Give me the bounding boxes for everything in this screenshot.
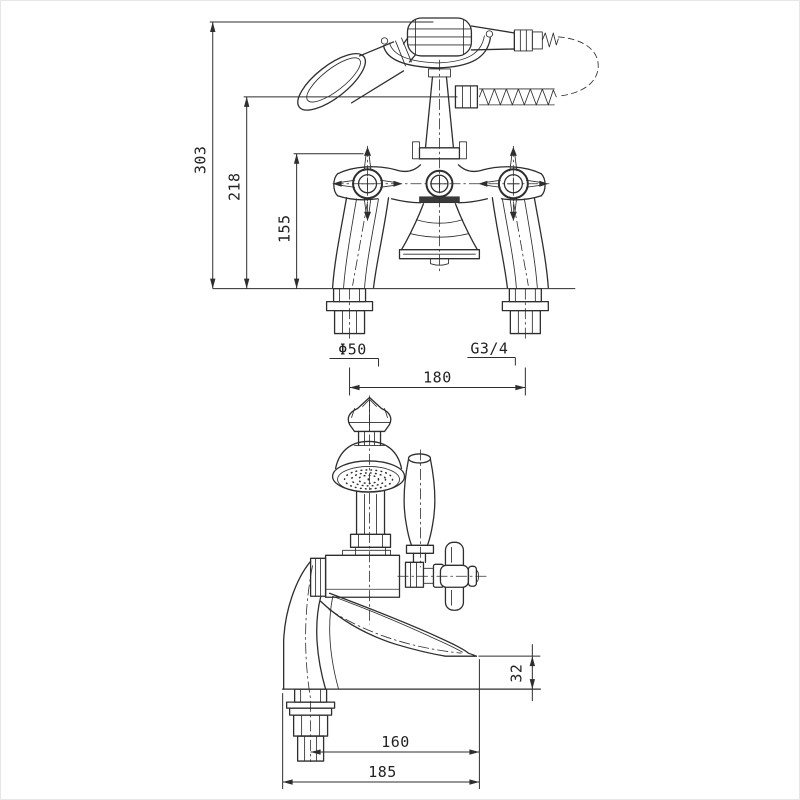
spray-face-center-dot [367,478,370,481]
dim-label-handle-height: 155 [276,214,294,243]
dimension-spout-clearance: 32 [478,644,541,702]
dim-label-spout-clearance: 32 [507,664,525,683]
cross-handle-right [478,145,549,224]
hose-loop-dashed [557,36,599,97]
dim-label-spout-reach: 160 [381,733,410,751]
dimension-flange-diameter: Φ50 [329,341,380,367]
handset-handle-and-hose [470,25,599,97]
leg-side [282,560,340,690]
dimension-inlet-thread: G3/4 [467,340,516,366]
side-centerlines [305,395,421,763]
diverter-column [412,68,467,160]
dim-label-overall-height: 303 [192,146,210,175]
shower-head-side [331,440,406,493]
body-side [309,549,401,598]
dimension-spout-reach: 160 [310,659,480,790]
dimension-overall-height: 303 [192,21,434,289]
dimension-tap-centres: 180 [349,367,526,396]
dim-label-tap-centres: 180 [423,369,452,387]
dimension-handle-height: 155 [276,153,364,289]
leg-right [491,197,549,289]
spout-side [319,592,478,657]
leg-left [331,197,390,289]
dim-label-overall-depth: 185 [368,763,397,781]
cross-handle-left [332,145,403,224]
lever-handle [403,453,436,563]
front-elevation [297,17,599,340]
handset-cradle [380,30,494,69]
dim-label-inlet-thread: G3/4 [470,340,508,358]
side-elevation [281,395,541,763]
front-centerlines [332,59,550,340]
riser-column-side [349,490,392,556]
shower-hose-coil [454,85,557,109]
dim-label-hose-height: 218 [226,172,244,201]
dimension-annotations: 303 218 155 Φ50 G3/4 [192,21,576,790]
handset-body [406,17,473,57]
dim-label-flange-diameter: Φ50 [338,341,367,359]
dimension-hose-height: 218 [226,96,458,289]
dimension-overall-depth: 185 [282,693,480,790]
cross-handle-side [397,541,488,611]
